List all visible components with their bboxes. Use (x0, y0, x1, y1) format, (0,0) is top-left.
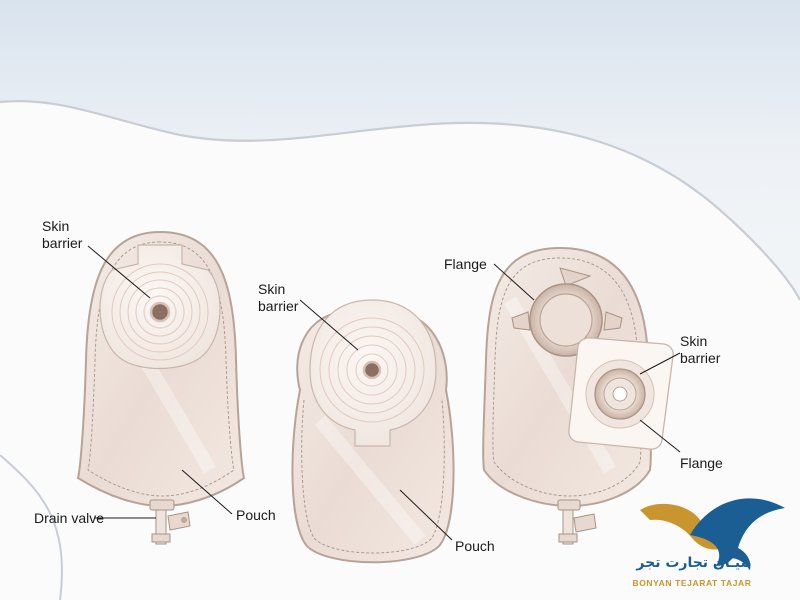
label-text: Skin (680, 333, 708, 349)
label-left-skin-barrier: Skin barrier (42, 218, 82, 252)
logo-arabic-text: بنیـان تجارت تجر (636, 555, 752, 571)
middle-skin-barrier (309, 299, 437, 447)
leader-lines (87, 245, 681, 541)
logo-bird-icon (640, 498, 785, 570)
label-right-flange-bottom: Flange (680, 455, 723, 471)
right-two-piece-pouch (482, 246, 674, 545)
label-text: barrier (258, 298, 299, 314)
left-drainable-pouch (76, 230, 246, 545)
right-pouch-flange (511, 267, 623, 357)
label-text: Skin (42, 218, 70, 234)
left-drain-valve (149, 499, 191, 545)
logo-english-text: BONYAN TEJARAT TAJAR (632, 578, 752, 588)
middle-closed-pouch (291, 299, 455, 564)
left-skin-barrier (99, 244, 221, 370)
label-left-drain-valve: Drain valve (34, 510, 105, 526)
label-text: barrier (42, 235, 83, 251)
right-skin-barrier-wafer (568, 337, 674, 450)
label-text: Skin (258, 281, 286, 297)
label-middle-skin-barrier: Skin barrier (258, 281, 298, 315)
label-text: barrier (680, 350, 721, 366)
label-right-skin-barrier: Skin barrier (680, 333, 720, 367)
label-left-pouch: Pouch (236, 507, 276, 523)
right-drain-valve (557, 499, 597, 545)
label-middle-pouch: Pouch (455, 538, 495, 554)
label-right-flange-top: Flange (444, 256, 487, 272)
